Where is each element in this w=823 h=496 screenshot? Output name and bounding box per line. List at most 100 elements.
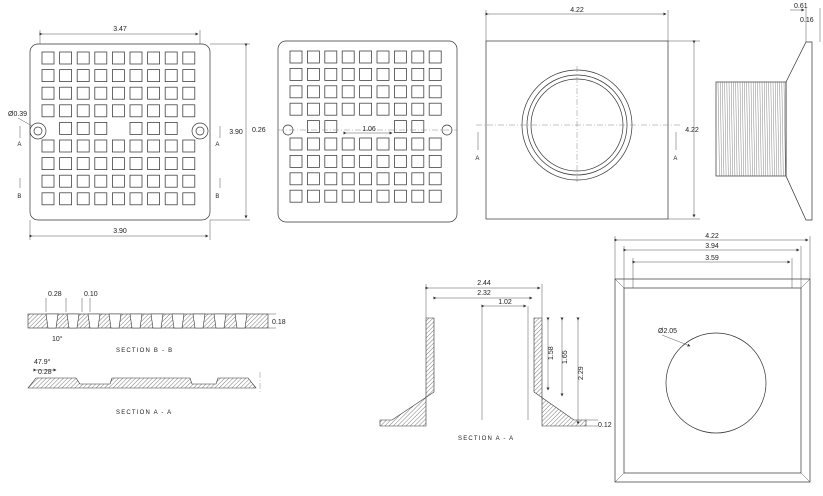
grate-slot	[112, 86, 125, 100]
grate-slot	[376, 172, 390, 186]
dim-flange-thickness: 0.12	[598, 422, 612, 429]
grate-slot	[129, 192, 143, 206]
grate-slot	[94, 139, 108, 153]
grate-slot	[59, 86, 72, 100]
section-aa-body-left-wall	[379, 317, 435, 427]
grate-slot	[147, 104, 161, 118]
grate-slot	[76, 122, 90, 135]
grate-slot	[341, 154, 355, 168]
grate-slot	[112, 139, 125, 153]
grate-slot	[147, 192, 161, 206]
grate-slot	[359, 154, 373, 168]
grate-slot	[411, 137, 425, 151]
grate-slot	[393, 50, 407, 64]
grate-top-view: 3.47 3.90 3.90 Ø0.39 A A B B	[8, 26, 250, 240]
grate-slot	[94, 122, 108, 135]
thread-line	[739, 81, 742, 177]
dim-center-span: 1.06	[362, 126, 376, 133]
grate-slot	[59, 104, 72, 118]
grate-slot	[182, 104, 196, 118]
grate-slot	[59, 122, 72, 135]
dim-rib: 0.10	[84, 291, 98, 298]
grate-slot	[59, 157, 72, 171]
grate-slot	[306, 137, 320, 151]
grate-slot	[289, 68, 303, 81]
grate-slot	[428, 85, 442, 99]
grate-slot	[94, 157, 108, 171]
section-bb-label: SECTION B - B	[116, 348, 173, 354]
grate-slot	[129, 51, 143, 65]
grate-slot	[306, 102, 320, 116]
thread-line	[735, 81, 738, 177]
frame-inner	[623, 287, 802, 474]
thread-line	[770, 81, 773, 177]
dim-hole-diameter: Ø0.39	[8, 111, 27, 118]
grate-slot	[76, 157, 90, 171]
body-square-outline	[485, 40, 669, 220]
grate-slot	[341, 50, 355, 64]
grate-slot	[76, 51, 90, 65]
grate-slot	[341, 189, 355, 203]
grate-slot	[376, 137, 390, 151]
grate-slot	[182, 174, 196, 188]
thread-line	[781, 81, 784, 177]
grate-slot	[376, 154, 390, 168]
grate-slot	[428, 137, 442, 151]
grate-slot	[182, 69, 196, 82]
grate-slot	[341, 85, 355, 99]
dim-chamfer: 0.28	[38, 369, 52, 376]
dim-height-2: 1.65	[562, 350, 569, 364]
grate-slot	[164, 122, 178, 135]
grate-slot	[129, 122, 143, 135]
grate-slot	[411, 50, 425, 64]
section-aa-grate-view: 47.9° 0.28 SECTION A - A	[27, 358, 261, 416]
grate-slot	[393, 189, 407, 203]
grate-slot	[94, 86, 108, 100]
grate-slot	[41, 51, 55, 65]
grate-slot	[112, 69, 125, 82]
grate-slot	[59, 139, 72, 153]
dim-lip: 0.16	[800, 17, 814, 24]
grate-slot	[129, 69, 143, 82]
section-bb-slot	[129, 313, 143, 329]
grate-slot	[393, 172, 407, 186]
grate-slot	[289, 85, 303, 99]
grate-slot	[428, 154, 442, 168]
grate-slot	[76, 104, 90, 118]
grate-slot	[341, 172, 355, 186]
dim-body-outer: 2.44	[477, 280, 491, 287]
grate-slot	[112, 192, 125, 206]
grate-slot	[129, 174, 143, 188]
section-a-left-marker: A	[17, 142, 22, 148]
grate-slot	[147, 122, 161, 135]
thread-line	[772, 81, 775, 177]
grate-slot	[41, 69, 55, 82]
grate-slot	[306, 68, 320, 81]
thread-line	[753, 81, 755, 177]
grate-slot	[164, 86, 178, 100]
section-bb-slots	[45, 313, 248, 329]
grate-slot	[112, 104, 125, 118]
thread-line	[744, 81, 747, 177]
thread-line	[757, 81, 760, 177]
grate-slot	[306, 120, 320, 133]
thread-line	[766, 81, 769, 177]
grate-slot	[376, 85, 390, 99]
grate-slot	[94, 69, 108, 82]
grate-slot	[359, 102, 373, 116]
grate-slot	[393, 154, 407, 168]
grate-slot	[112, 51, 125, 65]
frame-opening	[665, 332, 767, 434]
grate-slot	[428, 102, 442, 116]
grate-slot	[411, 68, 425, 81]
grate-slot	[411, 120, 425, 133]
mount-hole-left	[29, 122, 47, 140]
dim-outer-height: 3.90	[229, 129, 243, 136]
grate-slot	[41, 104, 55, 118]
thread-line	[761, 81, 764, 177]
grate-slot	[324, 50, 338, 64]
grate-slot	[324, 189, 338, 203]
section-bb-slot	[171, 313, 185, 329]
